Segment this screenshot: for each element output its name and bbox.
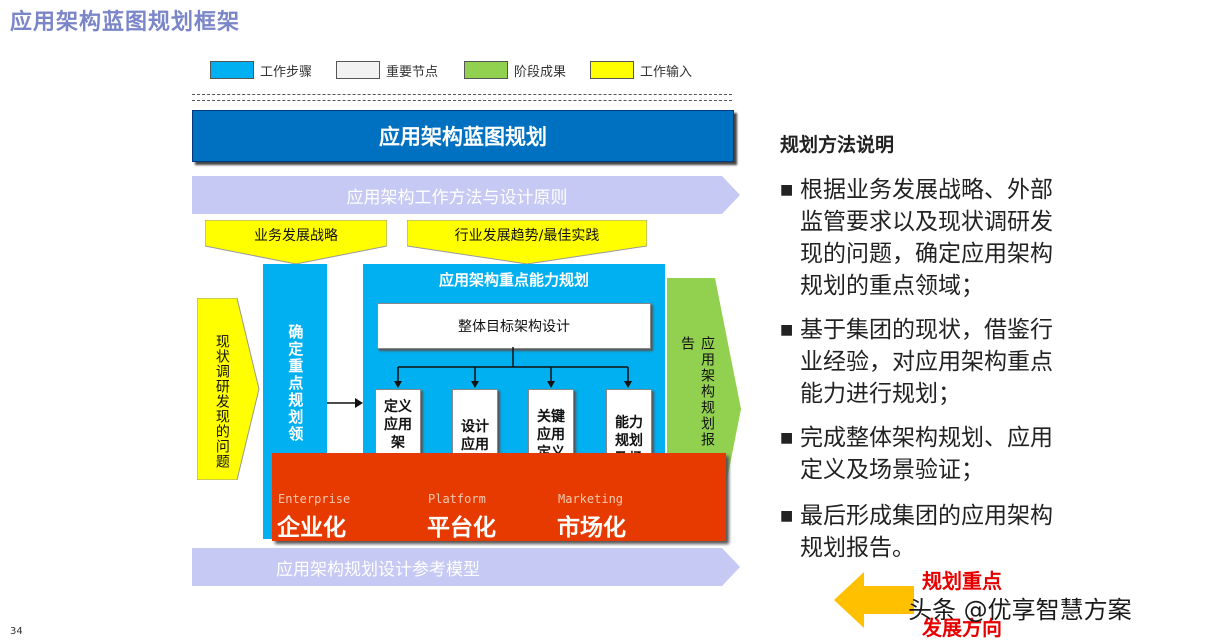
connector-arrow [327,398,363,408]
overlay-cn-enterprise: 企业化 [277,515,346,541]
business-strategy-input: 业务发展战略 [254,228,338,244]
sub-box-define-label: 定义应用架 [384,399,412,451]
left-input-arrow-shape [197,298,260,480]
divider [192,94,732,95]
overlay-en-platform: Platform [428,492,486,506]
output-report-wrap: 应用架构规划报告 [675,336,719,458]
bottom-arrow-shape [192,548,740,586]
strategy-overlay [272,453,726,541]
current-issues-input: 现状调研发现的问题 [203,334,239,469]
legend-swatch [210,61,254,79]
callout-line2: 发展方向 [922,616,1002,640]
explanation-bullet: ■ 根据业务发展战略、外部监管要求以及现状调研发现的问题，确定应用架构规划的重点… [780,174,1070,302]
input-arrow-shape [407,220,647,264]
sub-box-define: 定义应用架 [375,389,421,461]
bullet-text: 最后形成集团的应用架构规划报告。 [800,503,1053,561]
legend-item-work-step: 工作步骤 [210,60,312,80]
overlay-cn-platform: 平台化 [427,515,496,541]
sub-box-key-app: 关键应用定义 [528,389,574,461]
bullet-text: 根据业务发展战略、外部监管要求以及现状调研发现的问题，确定应用架构规划的重点领域… [800,177,1053,299]
step-identify-focus-label: 确定重点规划领 [286,324,305,443]
explanation-heading: 规划方法说明 [780,134,895,156]
callout-arrow-left-icon [834,572,914,628]
legend-swatch [464,61,508,79]
capability-planning-title: 应用架构重点能力规划 [438,270,589,289]
tree-connector [394,347,632,388]
legend-item-key-node: 重要节点 [336,60,438,80]
explanation-bullet: ■ 基于集团的现状，借鉴行业经验，对应用架构重点能力进行规划； [780,314,1070,410]
watermark: 头条 @优享智慧方案 [908,596,1132,624]
bullet-square-icon: ■ [780,322,794,338]
overlay-en-enterprise: Enterprise [278,492,351,506]
callout-line1: 规划重点 [922,569,1002,593]
legend-swatch [336,61,380,79]
bullet-text: 完成整体架构规划、应用定义及场景验证； [800,425,1053,483]
sub-box-design-label: 设计应用 [461,419,489,453]
bullet-text: 基于集团的现状，借鉴行业经验，对应用架构重点能力进行规划； [800,317,1053,407]
legend-label: 阶段成果 [514,64,567,80]
step-identify-focus-label-wrap: 确定重点规划领 [263,324,327,454]
reference-model-arrow: 应用架构规划设计参考模型 [276,559,480,580]
legend-swatch [590,61,634,79]
current-issues-text: 现状调研发现的问题 [213,334,230,469]
sub-box-capability: 能力规划及场 [606,389,652,461]
blueprint-banner: 应用架构蓝图规划 [192,110,734,162]
overlay-en-marketing: Marketing [558,492,624,506]
bullet-square-icon: ■ [780,182,794,198]
explanation-bullet: ■ 完成整体架构规划、应用定义及场景验证； [780,422,1070,486]
sub-box-design: 设计应用 [452,389,498,461]
legend-label: 重要节点 [386,64,439,80]
method-principle-arrow: 应用架构工作方法与设计原则 [346,187,568,208]
top-arrow-shape [192,176,740,214]
legend-label: 工作步骤 [260,64,313,80]
bullet-square-icon: ■ [780,430,794,446]
bullet-square-icon: ■ [780,508,794,524]
legend-item-stage-result: 阶段成果 [464,60,566,80]
industry-trend-input: 行业发展趋势/最佳实践 [454,228,600,244]
page-title: 应用架构蓝图规划框架 [10,10,241,35]
output-report-label: 应用架构规划报告 [679,336,715,448]
overlay-cn-marketing: 市场化 [557,515,626,541]
divider [192,100,732,101]
legend-item-work-input: 工作输入 [590,60,692,80]
legend-label: 工作输入 [640,64,693,80]
page-number: 34 [10,626,23,637]
input-arrow-shape [205,220,387,264]
overall-architecture-design: 整体目标架构设计 [377,303,651,349]
explanation-bullet: ■ 最后形成集团的应用架构规划报告。 [780,500,1070,564]
